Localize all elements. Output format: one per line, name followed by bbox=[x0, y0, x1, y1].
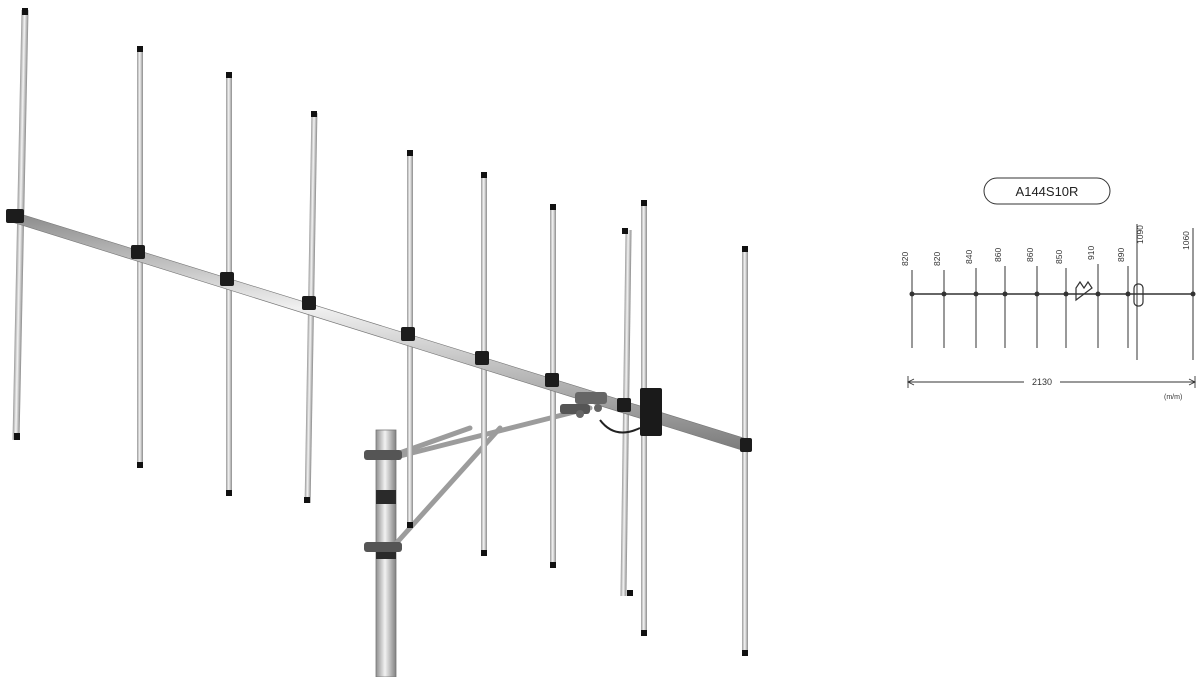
element-length-4: 860 bbox=[993, 248, 1003, 262]
drawing-mount bbox=[1075, 280, 1093, 302]
element-1 bbox=[12, 9, 29, 441]
model-label-box bbox=[983, 177, 1111, 205]
element-length-7: 910 bbox=[1086, 246, 1096, 260]
model-label: A144S10R bbox=[1016, 184, 1079, 199]
element-length-1: 820 bbox=[900, 252, 910, 266]
mast bbox=[375, 429, 397, 677]
boom-mount bbox=[575, 392, 607, 418]
element-length-2: 820 bbox=[932, 252, 942, 266]
element-caps bbox=[14, 8, 748, 656]
element-length-3: 840 bbox=[964, 250, 974, 264]
element-length-9: 1090 bbox=[1135, 225, 1145, 244]
element-length-6: 850 bbox=[1054, 250, 1064, 264]
boom bbox=[11, 211, 751, 453]
element-length-labels: 820 820 840 860 860 850 910 890 1090 106… bbox=[900, 225, 1191, 266]
element-length-5: 860 bbox=[1025, 248, 1035, 262]
element-nodes bbox=[909, 291, 1196, 297]
antenna-photo bbox=[6, 8, 752, 677]
element-lines bbox=[911, 224, 1194, 360]
unit-label: (m/m) bbox=[1164, 394, 1182, 401]
strut-clamps bbox=[364, 404, 590, 552]
feed-box bbox=[599, 388, 662, 436]
dimension-drawing: A144S10R 820 820 840 860 860 850 910 890… bbox=[900, 177, 1197, 401]
support-struts bbox=[389, 405, 593, 551]
boom-length-label: 2130 bbox=[1032, 377, 1052, 387]
folded-dipole bbox=[1133, 283, 1144, 307]
element-length-8: 890 bbox=[1116, 248, 1126, 262]
boom-clamps bbox=[6, 209, 752, 452]
element-length-10: 1060 bbox=[1181, 231, 1191, 250]
